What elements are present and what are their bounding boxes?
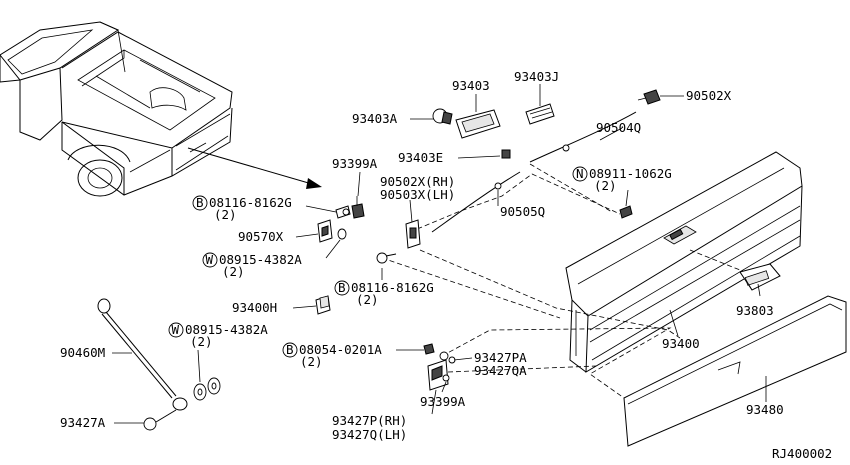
part-labels: 93403 93403J 90502X 93403A 90504Q 93403E… <box>60 69 832 461</box>
label-08116-mid-qty: (2) <box>356 292 379 307</box>
label-90460M: 90460M <box>60 345 105 360</box>
tailgate-panel <box>565 151 803 373</box>
label-93427A: 93427A <box>60 415 106 430</box>
label-08915-4382A-top: 08915-4382A <box>219 252 302 267</box>
tailgate-handle-part <box>739 263 781 291</box>
dashed-leader-lines <box>381 163 761 399</box>
label-08915-4382A-bot: 08915-4382A <box>185 322 268 337</box>
label-93403J: 93403J <box>514 69 559 84</box>
diagram-reference: RJ400002 <box>772 446 832 461</box>
prefix-symbols: B W B W B N <box>168 166 588 358</box>
label-93403A: 93403A <box>352 111 398 126</box>
label-90570X: 90570X <box>238 229 284 244</box>
label-90505Q: 90505Q <box>500 204 545 219</box>
label-93427PA: 93427PA <box>474 350 527 365</box>
label-93400H: 93400H <box>232 300 277 315</box>
license-lamp-parts <box>431 89 661 233</box>
label-90503X-LH: 90503X(LH) <box>380 187 455 202</box>
label-08116-8162G-top: 08116-8162G <box>209 195 292 210</box>
label-93399A-bot: 93399A <box>420 394 466 409</box>
leader-lines <box>112 84 767 424</box>
label-93427P-RH: 93427P(RH) <box>332 413 407 428</box>
label-93427Q-LH: 93427Q(LH) <box>332 427 407 442</box>
label-08915-bot-qty: (2) <box>190 334 213 349</box>
label-93399A-top: 93399A <box>332 156 378 171</box>
label-93480: 93480 <box>746 402 784 417</box>
hinge-parts-left <box>315 196 421 315</box>
support-cable <box>97 298 221 431</box>
washer-symbol-2: W <box>172 322 180 337</box>
label-93427QA: 93427QA <box>474 363 527 378</box>
location-arrow <box>187 147 322 189</box>
label-08911-1062G: 08911-1062G <box>589 166 672 181</box>
label-08054-qty: (2) <box>300 354 323 369</box>
label-93400: 93400 <box>662 336 700 351</box>
label-08915-top-qty: (2) <box>222 264 245 279</box>
pickup-truck-illustration <box>0 21 233 197</box>
label-08116-8162G-mid: 08116-8162G <box>351 280 434 295</box>
label-08116-top-qty: (2) <box>214 207 237 222</box>
label-08911-qty: (2) <box>594 178 617 193</box>
lower-hinge-parts <box>423 343 456 391</box>
tailgate-finisher <box>623 295 847 447</box>
label-90502X: 90502X <box>686 88 732 103</box>
label-93803: 93803 <box>736 303 774 318</box>
bolt-symbol-3: B <box>286 342 294 357</box>
bolt-symbol-2: B <box>338 280 346 295</box>
label-90502X-RH: 90502X(RH) <box>380 174 455 189</box>
label-93403: 93403 <box>452 78 490 93</box>
nut-symbol: N <box>576 166 584 181</box>
label-90504Q: 90504Q <box>596 120 641 135</box>
washer-symbol-1: W <box>206 252 214 267</box>
bolt-symbol-1: B <box>196 195 204 210</box>
label-93403E: 93403E <box>398 150 443 165</box>
label-08054-0201A: 08054-0201A <box>299 342 382 357</box>
